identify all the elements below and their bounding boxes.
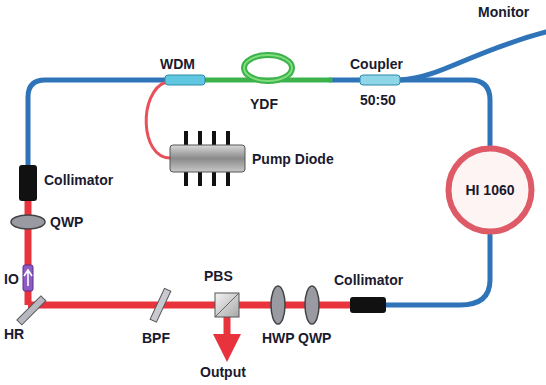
isolator — [23, 265, 33, 291]
coupler — [360, 75, 400, 85]
wdm — [165, 75, 205, 85]
component-label: BPF — [142, 330, 170, 346]
waveplate — [271, 286, 285, 324]
collimator — [350, 297, 386, 313]
beam — [28, 200, 350, 348]
component-label: QWP — [50, 214, 83, 230]
pbs-cube — [215, 293, 239, 317]
mirror — [17, 296, 46, 325]
component-label: PBS — [204, 268, 233, 284]
node-text: HI 1060 — [465, 182, 514, 198]
fiber-spool: HI 1060 — [445, 145, 535, 235]
component-label: YDF — [250, 96, 278, 112]
component-label: Collimator — [44, 172, 113, 188]
port-label: Output — [200, 364, 246, 380]
component-label: Collimator — [334, 272, 403, 288]
component-label: HR — [4, 326, 24, 342]
component-label: Pump Diode — [252, 151, 334, 167]
fiber — [28, 32, 546, 305]
component-label: IO — [4, 271, 19, 287]
collimator — [19, 165, 37, 201]
component-label: HWP — [262, 330, 295, 346]
port-label: Monitor — [478, 4, 529, 20]
waveplate — [305, 286, 319, 324]
waveplate — [11, 215, 45, 229]
filter — [150, 288, 171, 322]
ratio-label: 50:50 — [360, 92, 396, 108]
component-label: WDM — [160, 56, 195, 72]
pump-diode — [170, 131, 245, 186]
component-label: QWP — [298, 330, 331, 346]
component-label: Coupler — [350, 56, 403, 72]
